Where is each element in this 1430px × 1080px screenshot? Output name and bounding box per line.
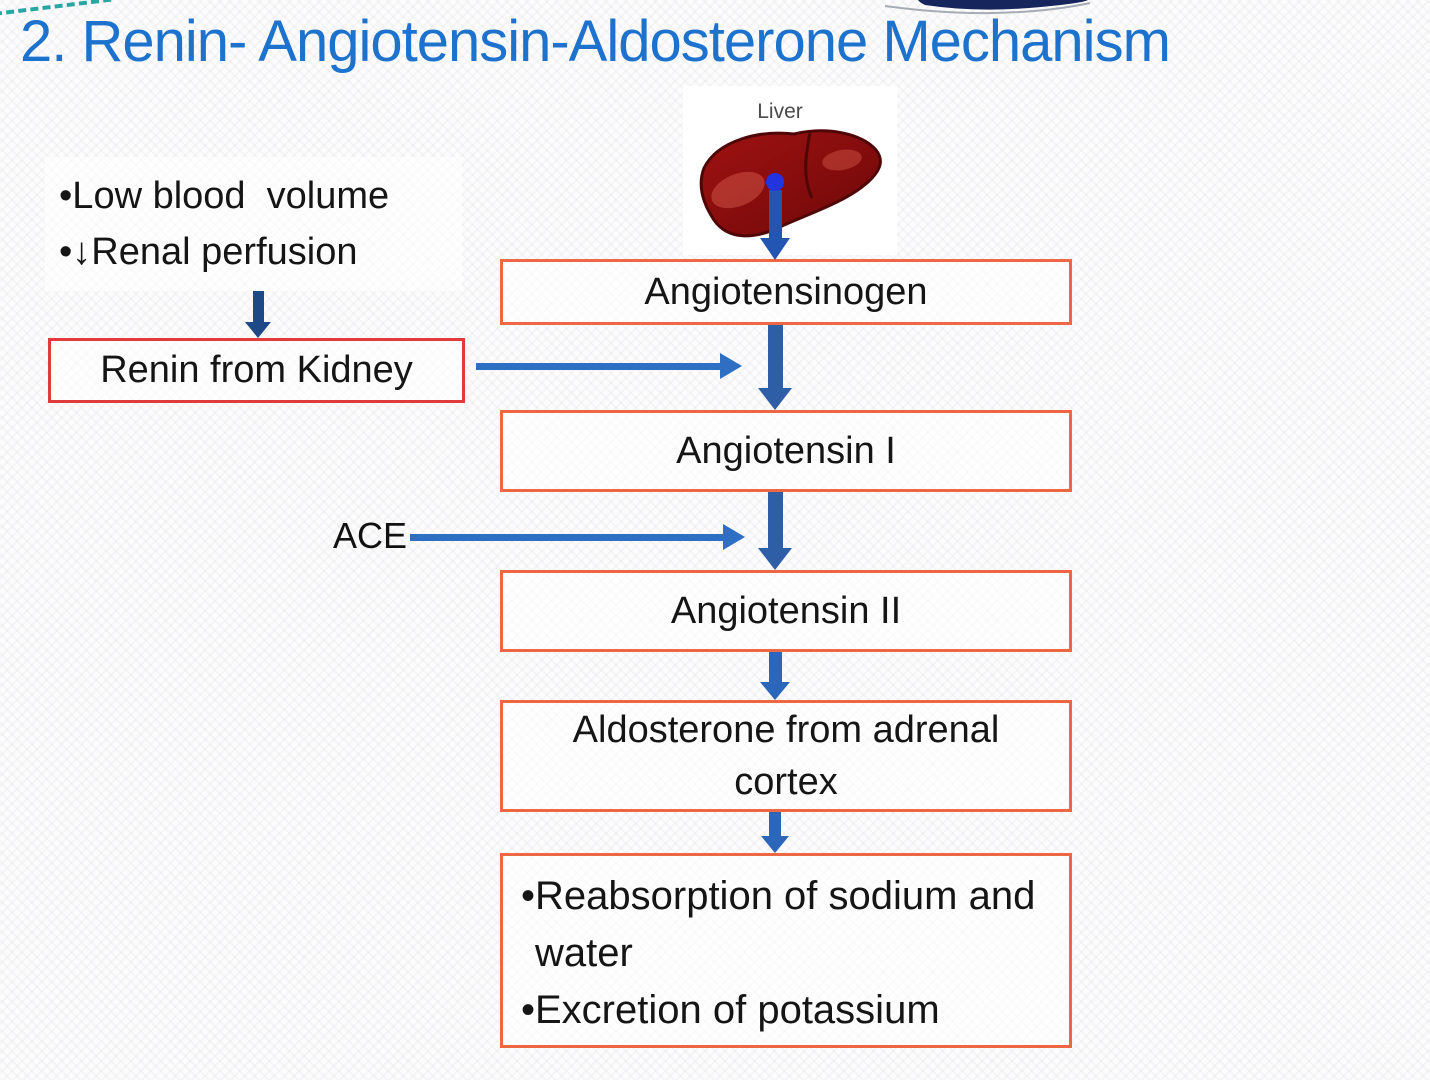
angiotensin-ii-box: Angiotensin II (500, 570, 1072, 652)
arrow-ace-to-conversion (410, 524, 745, 550)
angiotensinogen-box: Angiotensinogen (500, 259, 1072, 325)
effects-box: •Reabsorption of sodium and water •Excre… (500, 853, 1072, 1048)
angiotensinogen-label: Angiotensinogen (644, 270, 928, 313)
arrow-angiotensin-ii-to-aldosterone (760, 652, 790, 700)
renin-box: Renin from Kidney (48, 338, 465, 403)
angiotensin-i-box: Angiotensin I (500, 410, 1072, 492)
effects-line-excretion: •Excretion of potassium (521, 988, 940, 1032)
page-title: 2. Renin- Angiotensin-Aldosterone Mechan… (20, 9, 1171, 74)
stimulus-box: •Low blood volume •↓Renal perfusion (45, 157, 462, 291)
renin-label: Renin from Kidney (100, 349, 413, 391)
liver-image-panel: Liver (683, 86, 897, 255)
arrow-angiotensinogen-to-angiotensin-i (758, 325, 792, 410)
stimulus-line-low-blood-volume: •Low blood volume (59, 175, 390, 217)
liver-anchor-dot (766, 173, 784, 191)
stimulus-line-renal-perfusion: •↓Renal perfusion (59, 231, 358, 273)
arrow-angiotensin-i-to-angiotensin-ii (758, 492, 792, 570)
aldosterone-label: Aldosterone from adrenal cortex (572, 709, 1000, 803)
effects-line-reabsorption: •Reabsorption of sodium and water (521, 874, 1047, 975)
arrow-aldosterone-to-effects (761, 812, 789, 853)
arrow-renin-to-conversion (476, 353, 742, 379)
angiotensin-i-label: Angiotensin I (676, 429, 896, 472)
liver-illustration-icon (699, 129, 882, 238)
angiotensin-ii-label: Angiotensin II (670, 589, 902, 632)
aldosterone-box: Aldosterone from adrenal cortex (500, 700, 1072, 812)
ace-label: ACE (333, 515, 408, 556)
corner-swoosh-decoration (884, 0, 1091, 15)
liver-label: Liver (757, 100, 803, 123)
arrow-liver-to-angiotensinogen (760, 190, 790, 260)
arrow-stimulus-to-renin (245, 291, 271, 338)
